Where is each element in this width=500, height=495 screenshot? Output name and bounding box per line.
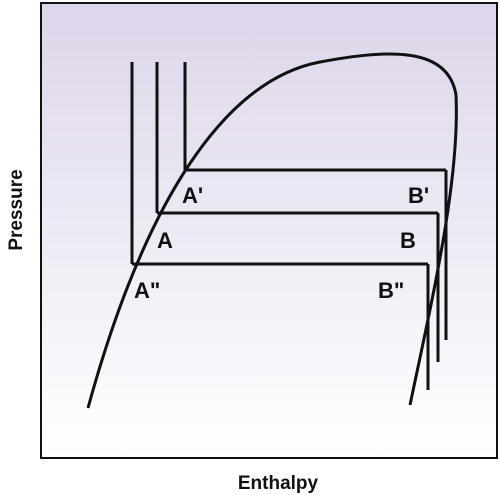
y-axis-label: Pressure: [6, 169, 27, 250]
x-axis-label: Enthalpy: [238, 473, 319, 494]
label-a: A: [157, 228, 173, 253]
label-b-double-prime: B": [378, 278, 404, 303]
label-b: B: [400, 228, 416, 253]
label-b-prime: B': [408, 183, 429, 208]
saturation-dome-curve: [86, 52, 458, 409]
plot-frame: [40, 2, 498, 459]
label-a-prime: A': [182, 183, 203, 208]
label-a-double-prime: A": [134, 278, 160, 303]
